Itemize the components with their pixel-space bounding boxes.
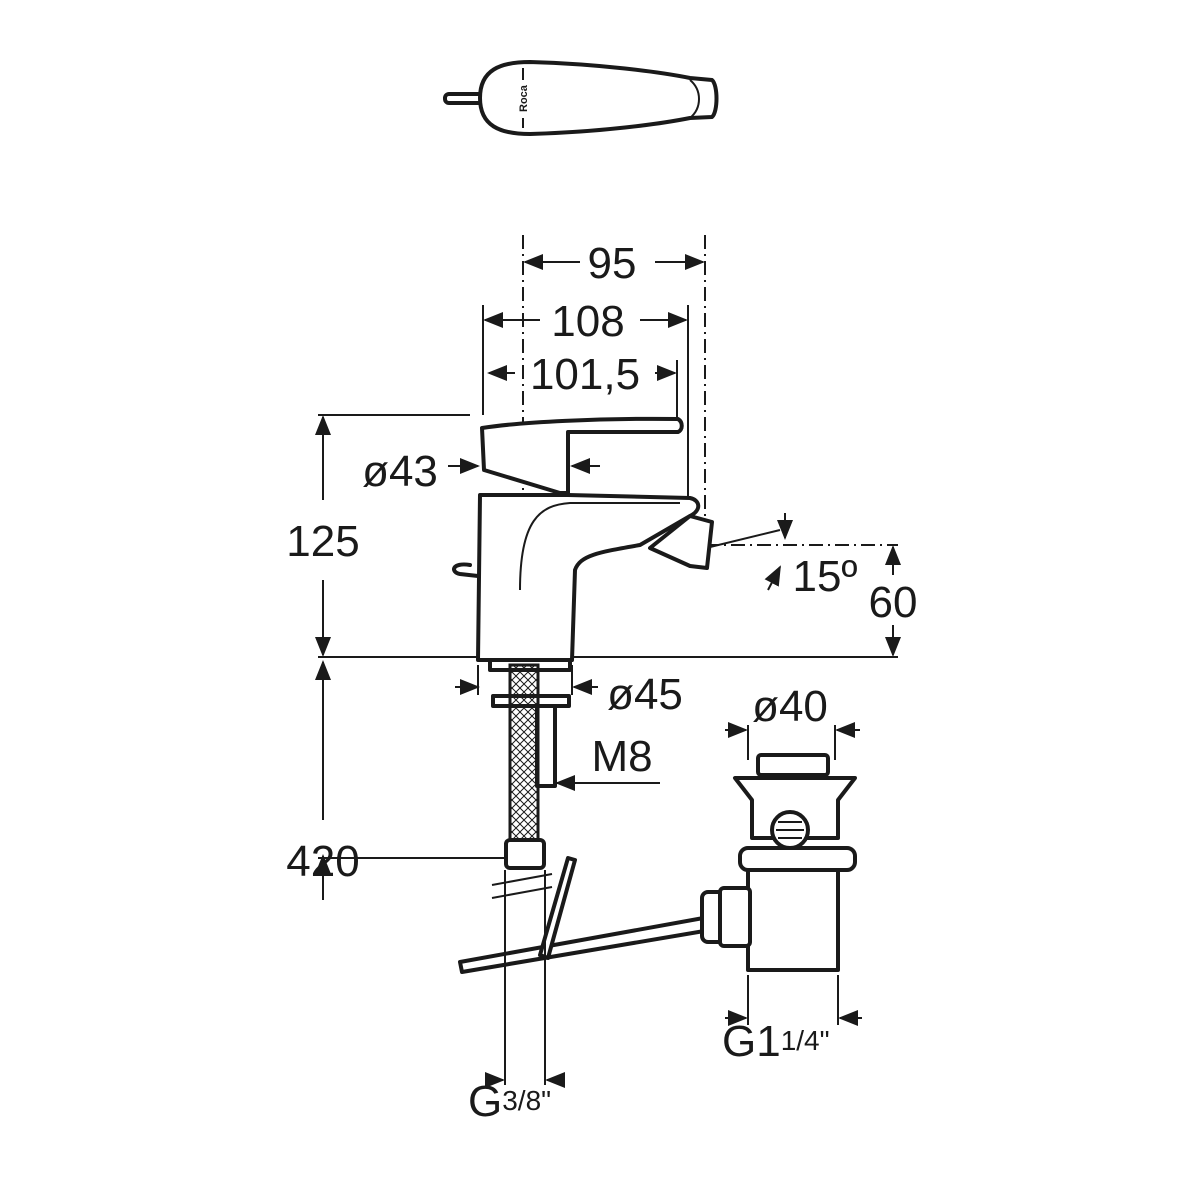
dim-420: 420 xyxy=(286,837,359,886)
dimension-lines xyxy=(315,254,901,1088)
dim-lever-diameter: ø43 xyxy=(362,447,438,496)
dim-60: 60 xyxy=(869,578,918,627)
dim-thread-m8: M8 xyxy=(591,732,652,781)
dim-hose-thread: G3/8" xyxy=(468,1077,551,1126)
dim-95: 95 xyxy=(588,239,637,288)
waste-drain xyxy=(700,753,857,972)
dim-angle: 15º xyxy=(792,552,857,601)
faucet-top-view: Roca xyxy=(443,60,719,136)
dim-125: 125 xyxy=(286,517,359,566)
roca-logo: Roca xyxy=(518,84,530,112)
dim-101-5: 101,5 xyxy=(530,350,640,399)
dim-waste-thread: G11/4" xyxy=(722,1017,830,1066)
dim-108: 108 xyxy=(551,297,624,346)
dim-base-diameter: ø45 xyxy=(607,670,683,719)
dim-waste-diameter: ø40 xyxy=(752,682,828,731)
